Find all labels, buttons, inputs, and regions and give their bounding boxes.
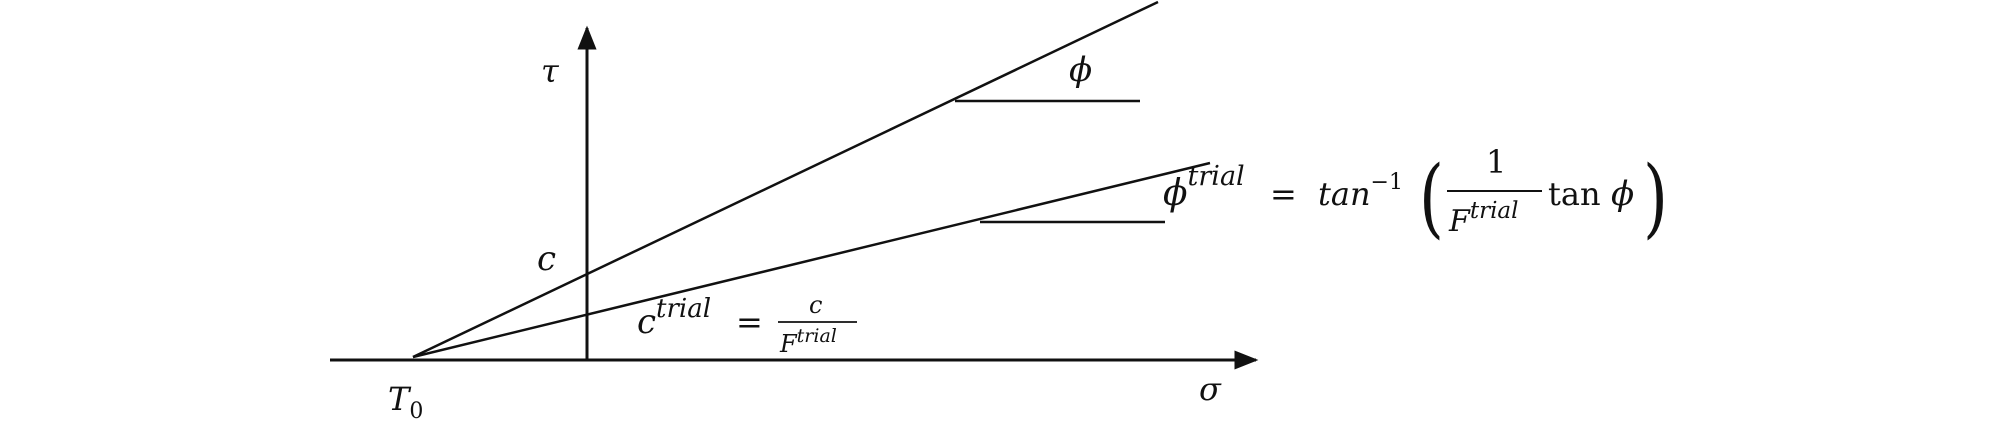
phi-trial-close-paren: )	[1643, 146, 1668, 247]
phi-trial-tan: tan	[1548, 175, 1601, 213]
trial-envelope	[412, 161, 1211, 359]
c-trial-sup: trial	[656, 294, 711, 324]
sigma-axis-label: σ	[1199, 370, 1222, 408]
phi-trial-numerator: 1	[1486, 143, 1506, 181]
mohr-coulomb-envelope	[412, 0, 1159, 359]
svg-text:Ftrial: Ftrial	[1448, 198, 1519, 239]
phi-trial-open-paren: (	[1419, 146, 1444, 247]
phi-trial-sup: trial	[1188, 161, 1245, 192]
tension-cutoff-label: T0	[388, 380, 423, 424]
svg-text:ϕtrial: ϕtrial	[1163, 161, 1245, 214]
phi-trial-denominator-sup: trial	[1470, 198, 1519, 224]
c-trial-denominator-base: F	[779, 330, 798, 358]
phi-angle-label: ϕ	[1069, 50, 1092, 90]
phi-trial-tan-inverse: tan	[1318, 175, 1371, 213]
svg-text:ctrial: ctrial	[637, 294, 711, 342]
c-trial-equals: =	[736, 303, 763, 341]
svg-text:Ftrial: Ftrial	[779, 325, 837, 358]
c-trial-equation: ctrial = c Ftrial	[637, 291, 857, 358]
phi-trial-base: ϕ	[1163, 173, 1188, 214]
c-trial-denominator-sup: trial	[797, 325, 837, 347]
tau-axis-label: τ	[541, 52, 560, 90]
c-trial-numerator: c	[809, 291, 822, 319]
c-trial-base: c	[637, 302, 656, 342]
phi-trial-denominator-base: F	[1448, 204, 1471, 239]
phi-trial-equation: ϕtrial = tan−1 ( 1 Ftrial tan ϕ )	[1163, 143, 1668, 247]
phi-trial-equals: =	[1270, 175, 1297, 213]
phi-trial-phi: ϕ	[1611, 174, 1634, 214]
cohesion-label: c	[537, 239, 556, 279]
svg-text:tan−1: tan−1	[1318, 170, 1403, 213]
phi-trial-tan-inverse-sup: −1	[1371, 170, 1403, 195]
